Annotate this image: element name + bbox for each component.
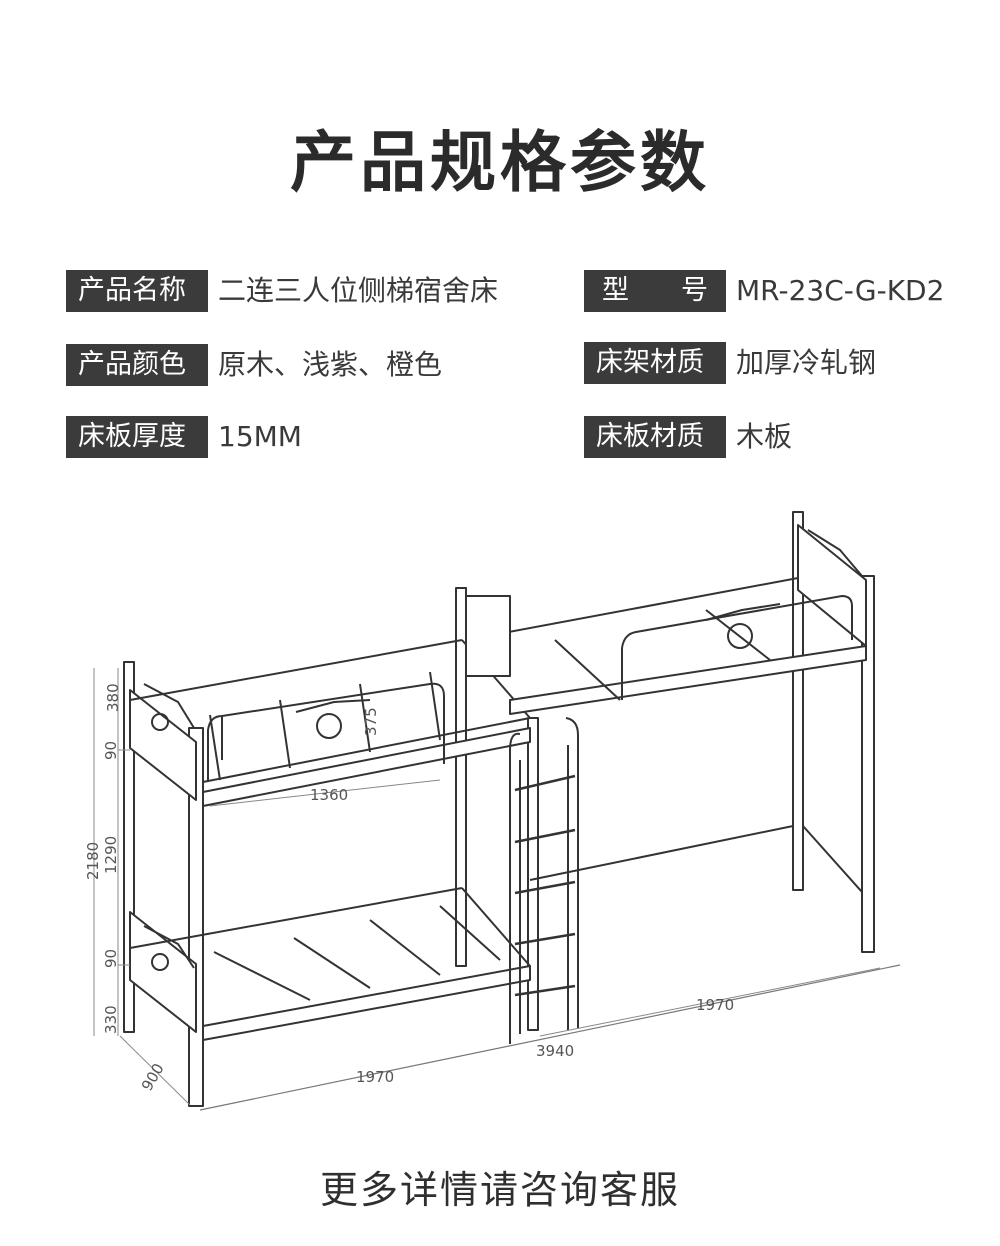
spec-product-color: 产品颜色 原木、浅紫、橙色 [66, 344, 442, 386]
spec-value-model: MR-23C-G-KD2 [736, 274, 945, 307]
spec-value-product-color: 原木、浅紫、橙色 [218, 348, 443, 381]
spec-value-board-material: 木板 [736, 420, 793, 453]
spec-label-product-color: 产品颜色 [66, 344, 208, 386]
contact-service-text: 更多详情请咨询客服 [319, 1168, 680, 1212]
spec-board-material: 床板材质 木板 [584, 416, 792, 458]
spec-board-thickness: 床板厚度 15MM [66, 416, 302, 458]
spec-value-board-thickness: 15MM [218, 420, 302, 453]
dim-380: 380 [104, 683, 122, 712]
dim-1290: 1290 [102, 836, 120, 874]
spec-label-model-b: 号 [681, 275, 708, 306]
dim-1970-right: 1970 [696, 996, 734, 1014]
dim-375: 375 [362, 707, 380, 736]
page-title: 产品规格参数 [290, 124, 710, 201]
spec-product-name: 产品名称 二连三人位侧梯宿舍床 [66, 270, 498, 312]
dim-1970-left: 1970 [356, 1068, 394, 1086]
spec-label-model: 型 号 [584, 270, 726, 312]
spec-label-frame-material: 床架材质 [584, 342, 726, 384]
spec-frame-material: 床架材质 加厚冷轧钢 [584, 342, 876, 384]
spec-model: 型 号 MR-23C-G-KD2 [584, 270, 944, 312]
spec-value-product-name: 二连三人位侧梯宿舍床 [218, 274, 499, 307]
spec-label-product-name: 产品名称 [66, 270, 208, 312]
dim-1360: 1360 [310, 786, 348, 804]
dim-90-bottom: 90 [102, 949, 120, 968]
spec-label-model-a: 型 [602, 275, 629, 306]
spec-value-frame-material: 加厚冷轧钢 [736, 346, 877, 379]
dim-330: 330 [102, 1005, 120, 1034]
spec-label-board-thickness: 床板厚度 [66, 416, 208, 458]
spec-label-board-material: 床板材质 [584, 416, 726, 458]
dim-90-top: 90 [102, 741, 120, 760]
dim-3940: 3940 [536, 1042, 574, 1060]
dim-900: 900 [138, 1060, 168, 1094]
dim-2180: 2180 [84, 842, 102, 880]
